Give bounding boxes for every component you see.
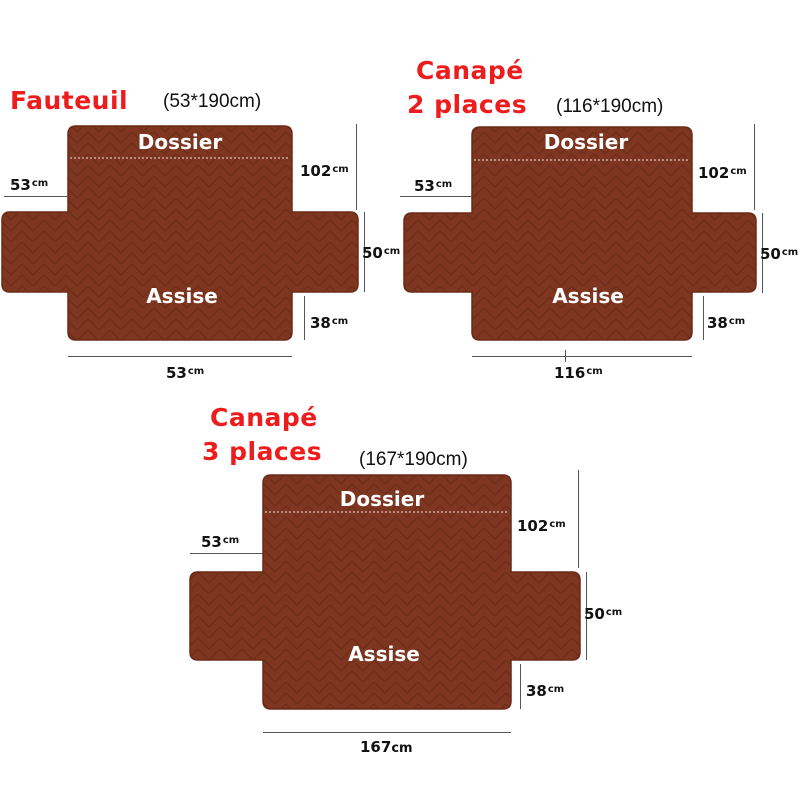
armchair-arm-length: 50cm: [362, 244, 401, 262]
two-seat-arm-width-line: [400, 196, 472, 197]
armchair-seat-width-line: [68, 356, 292, 357]
armchair-arm-width: 53cm: [10, 176, 49, 194]
three-seat-back-height: 102cm: [517, 517, 566, 535]
armchair-title: Fauteuil: [10, 86, 129, 115]
three-seat-arm-width-line: [190, 553, 263, 554]
two-seat-seat-width-line: [472, 356, 692, 357]
two-seat-title-line1: Canapé: [416, 56, 524, 85]
armchair-back-height-line: [356, 124, 357, 210]
two-seat-cover: [403, 126, 757, 341]
two-seat-front-drop: 38cm: [707, 314, 746, 332]
three-seat-size: (167*190cm): [359, 449, 468, 470]
two-seat-arm-length-line: [762, 213, 763, 293]
two-seat-back-height: 102cm: [698, 164, 747, 182]
three-seat-title-line2: 3 places: [202, 437, 323, 466]
two-seat-seat-width-tick: [565, 350, 566, 362]
three-seat-front-drop: 38cm: [526, 682, 565, 700]
three-seat-title-line1: Canapé: [210, 403, 318, 432]
two-seat-arm-length: 50cm: [760, 245, 799, 263]
two-seat-arm-width: 53cm: [414, 177, 453, 195]
two-seat-front-drop-line: [703, 296, 704, 340]
two-seat-seat-width: 116cm: [554, 364, 603, 382]
armchair-front-drop-line: [304, 296, 305, 340]
three-seat-arm-width: 53cm: [201, 533, 240, 551]
two-seat-back-height-line: [754, 124, 755, 210]
armchair-cover: [1, 125, 359, 341]
armchair-back-label: Dossier: [137, 130, 223, 154]
three-seat-cover: [189, 474, 581, 710]
two-seat-size: (116*190cm): [556, 96, 664, 117]
armchair-size: (53*190cm): [163, 91, 262, 112]
three-seat-seat-width: 167cm: [360, 738, 413, 756]
two-seat-back-label: Dossier: [543, 130, 629, 154]
three-seat-arm-length-line: [586, 572, 587, 660]
three-seat-front-drop-line: [520, 664, 521, 709]
three-seat-seat-label: Assise: [348, 642, 420, 666]
three-seat-seat-width-line: [263, 732, 511, 733]
armchair-front-drop: 38cm: [310, 314, 349, 332]
three-seat-back-height-line: [578, 470, 579, 568]
two-seat-title-line2: 2 places: [407, 90, 528, 119]
armchair-arm-width-line: [4, 196, 68, 197]
two-seat-seat-label: Assise: [552, 284, 624, 308]
armchair-back-height: 102cm: [300, 162, 349, 180]
armchair-arm-length-line: [364, 212, 365, 292]
three-seat-arm-length: 50cm: [584, 605, 623, 623]
three-seat-back-label: Dossier: [339, 487, 425, 511]
armchair-seat-label: Assise: [146, 284, 218, 308]
armchair-seat-width: 53cm: [166, 364, 205, 382]
